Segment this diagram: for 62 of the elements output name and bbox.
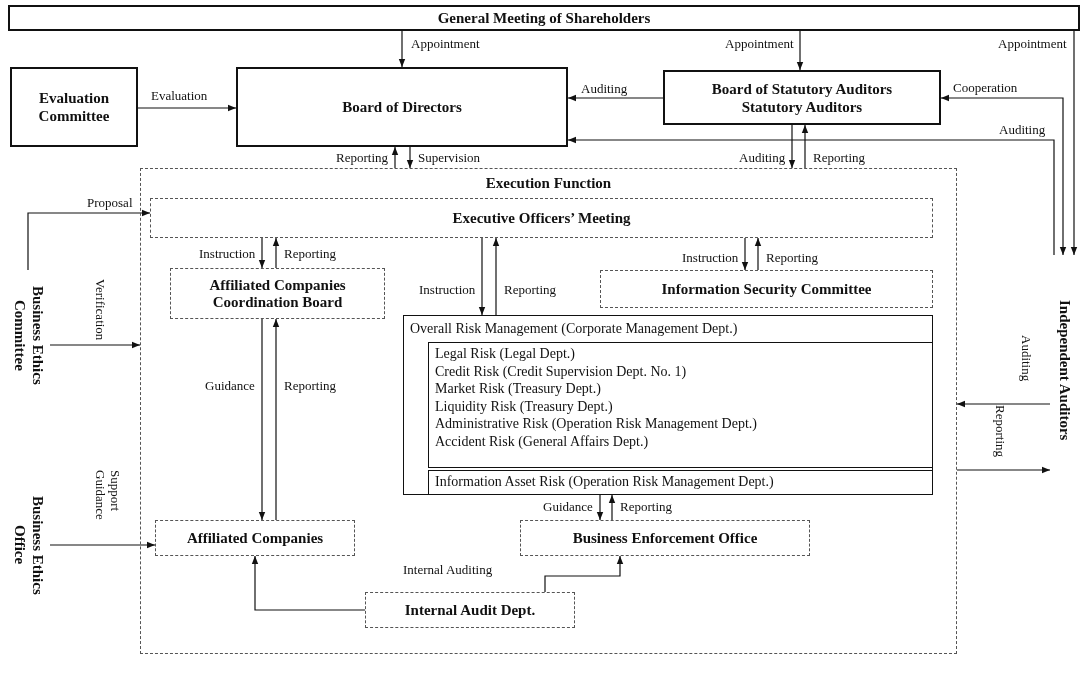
list-item: Market Risk (Treasury Dept.) (435, 380, 602, 398)
box-heading: Execution Function (484, 175, 613, 192)
arrow (251, 555, 366, 611)
arrow (478, 237, 486, 316)
list-item: Accident Risk (General Affairs Dept.) (435, 432, 650, 450)
dashed-box: Internal Audit Dept. (365, 592, 575, 628)
edge-label: Evaluation (150, 88, 209, 103)
arrow (27, 209, 151, 271)
process-box: Evaluation Committee (10, 67, 138, 147)
list-item: Credit Risk (Credit Supervision Dept. No. 1) (435, 362, 688, 380)
arrow (544, 555, 624, 593)
edge-label: Guidance (204, 378, 256, 393)
edge-label: Auditing (738, 150, 787, 165)
edge-label: Proposal (86, 195, 134, 210)
arrow (398, 30, 406, 68)
edge-label: Auditing (580, 81, 629, 96)
arrow (258, 237, 266, 269)
arrow (956, 466, 1051, 474)
list-item: Legal Risk (Legal Dept.) (435, 345, 576, 363)
list-item: Liquidity Risk (Treasury Dept.) (435, 397, 614, 415)
arrow (567, 136, 1055, 256)
arrow (796, 30, 804, 71)
vertical-label: Business Ethics Office (8, 490, 50, 600)
arrow (788, 124, 796, 169)
process-box: Board of Directors (236, 67, 568, 147)
double-arrow (940, 94, 1067, 256)
arrow (492, 237, 500, 316)
arrow (567, 94, 664, 102)
arrow (137, 104, 237, 112)
arrow (754, 237, 762, 271)
risk-table (403, 315, 933, 495)
arrow (608, 494, 616, 521)
risk-list-box (428, 342, 933, 468)
vertical-label: Independent Auditors (1050, 255, 1080, 485)
arrow (596, 494, 604, 521)
dashed-box: Affiliated Companies (155, 520, 355, 556)
arrow (1070, 30, 1078, 256)
edge-label: Auditing (998, 122, 1047, 137)
arrow (272, 237, 280, 269)
arrow (49, 541, 156, 549)
dashed-box: Affiliated Companies Coordination Board (170, 268, 385, 319)
process-box (663, 70, 941, 125)
edge-label: Guidance (542, 499, 594, 514)
arrow (741, 237, 749, 271)
box-heading: Overall Risk Management (Corporate Management Dept.) (410, 321, 738, 337)
list-item: Administrative Risk (Operation Risk Management Dept.) (435, 415, 758, 433)
vertical-label: Business Ethics Committee (8, 270, 50, 400)
dashed-box: Executive Officers’ Meeting (150, 198, 933, 238)
arrow (272, 318, 280, 521)
edge-label: Internal Auditing (402, 562, 494, 577)
arrow (391, 146, 399, 169)
node-text: Board of Statutory Auditors (711, 79, 893, 98)
dashed-box: Business Enforcement Office (520, 520, 810, 556)
arrow (258, 318, 266, 521)
node-text: Statutory Auditors (741, 97, 863, 116)
arrow (406, 146, 414, 169)
risk-list-box: Information Asset Risk (Operation Risk Management Dept.) (428, 470, 933, 495)
arrow (956, 400, 1051, 408)
dashed-box: Information Security Committee (600, 270, 933, 308)
arrow (49, 341, 141, 349)
arrow (801, 124, 809, 169)
process-box: General Meeting of Shareholders (8, 5, 1080, 31)
